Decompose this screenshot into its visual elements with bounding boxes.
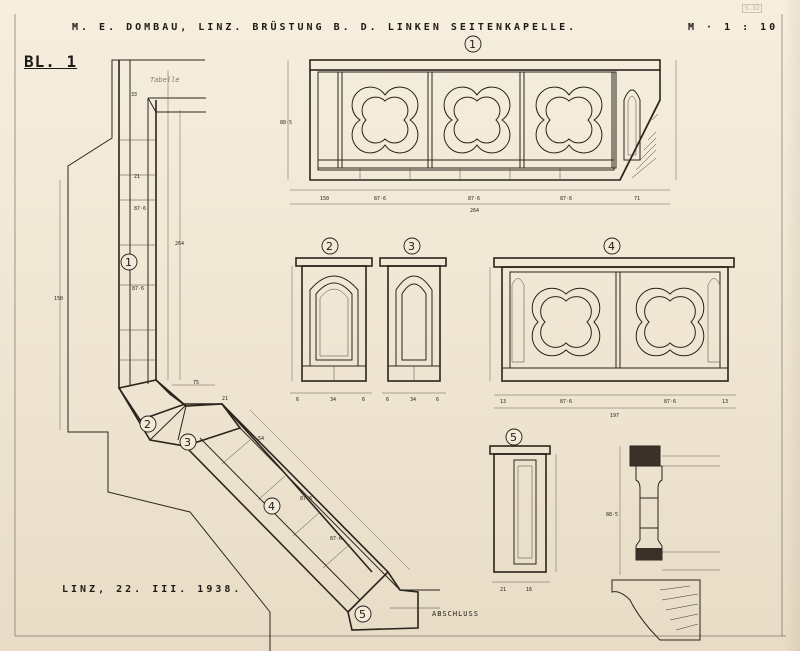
elevation-5 xyxy=(489,445,557,583)
sheet-id: BL. 1 xyxy=(24,52,78,71)
svg-text:150: 150 xyxy=(54,296,63,302)
dim-e4-1: 87·6 xyxy=(560,399,572,405)
dimension-labels: 150 87·6 87·6 87·6 71 264 88·5 6 34 6 6 … xyxy=(134,120,728,593)
dim-plan-4: 87·6 xyxy=(330,536,342,542)
dim-e4-0: 13 xyxy=(500,399,506,405)
detail-marker-1-top xyxy=(464,35,482,53)
dim-plan-0: 87·6 xyxy=(134,206,146,212)
dim-e2-2: 6 xyxy=(362,397,365,403)
detail-marker-1-plan xyxy=(120,253,138,271)
elevation-1 xyxy=(287,59,677,205)
dim-e1-3: 87·6 xyxy=(560,196,572,202)
elevation-2 xyxy=(290,257,373,394)
svg-text:264: 264 xyxy=(175,241,184,247)
detail-number: 4 xyxy=(608,240,615,253)
svg-text:33: 33 xyxy=(131,92,137,98)
dim-plan-1: 21 xyxy=(222,396,228,402)
detail-marker-4 xyxy=(603,237,621,255)
dim-e5-1: 16 xyxy=(526,587,532,593)
dim-e4-2: 87·6 xyxy=(664,399,676,405)
detail-markers: 1 1 2 3 4 2 3 4 5 5 xyxy=(120,35,621,623)
svg-text:21: 21 xyxy=(134,174,140,180)
detail-marker-2 xyxy=(321,237,339,255)
svg-text:87·6: 87·6 xyxy=(300,496,312,502)
dim-e4-total: 197 xyxy=(610,413,619,419)
dim-e1-total: 264 xyxy=(470,208,479,214)
detail-number: 1 xyxy=(469,38,476,51)
detail-number: 5 xyxy=(359,608,366,621)
dim-e1-2: 87·6 xyxy=(468,196,480,202)
dim-e1-0: 150 xyxy=(320,196,329,202)
detail-marker-3-plan xyxy=(179,433,197,451)
elevation-3 xyxy=(379,257,447,394)
detail-number: 3 xyxy=(408,240,415,253)
dim-e1-1: 87·6 xyxy=(374,196,386,202)
section-view xyxy=(611,445,720,641)
stamp-label: ABSCHLUSS xyxy=(432,610,479,618)
detail-marker-4-plan xyxy=(263,497,281,515)
detail-marker-5-plan xyxy=(354,605,372,623)
dim-e1-side: 88·5 xyxy=(280,120,292,126)
detail-number: 2 xyxy=(326,240,333,253)
archive-mark: S.32 xyxy=(742,4,763,13)
svg-text:87·6: 87·6 xyxy=(132,286,144,292)
detail-number: 2 xyxy=(144,418,151,431)
detail-number: 4 xyxy=(268,500,275,513)
dim-e2-1: 34 xyxy=(330,397,336,403)
elevation-4 xyxy=(489,257,736,409)
dim-e3-2: 6 xyxy=(436,397,439,403)
scale-label: M · 1 : 10 xyxy=(688,22,779,33)
dim-e3-1: 34 xyxy=(410,397,416,403)
dim-e4-3: 13 xyxy=(722,399,728,405)
detail-marker-5 xyxy=(505,428,523,446)
detail-number: 1 xyxy=(125,256,132,269)
dim-section-side: 88·5 xyxy=(606,512,618,518)
date-label: LINZ, 22. III. 1938. xyxy=(62,584,243,595)
dim-plan-2: 54 xyxy=(258,436,264,442)
dim-e2-0: 6 xyxy=(296,397,299,403)
drawing-title: M. E. DOMBAU, LINZ. BRÜSTUNG B. D. LINKE… xyxy=(72,22,578,33)
dim-e3-0: 6 xyxy=(386,397,389,403)
detail-number: 3 xyxy=(184,436,191,449)
svg-text:75: 75 xyxy=(193,380,199,386)
pencil-annotation: Tabelle xyxy=(150,76,180,84)
dim-e5-0: 21 xyxy=(500,587,506,593)
detail-marker-3 xyxy=(403,237,421,255)
dim-e1-4: 71 xyxy=(634,196,640,202)
detail-marker-2-plan xyxy=(139,415,157,433)
detail-number: 5 xyxy=(510,431,517,444)
plan-view: 33 21 87·6 264 75 150 87·6 xyxy=(54,59,440,651)
